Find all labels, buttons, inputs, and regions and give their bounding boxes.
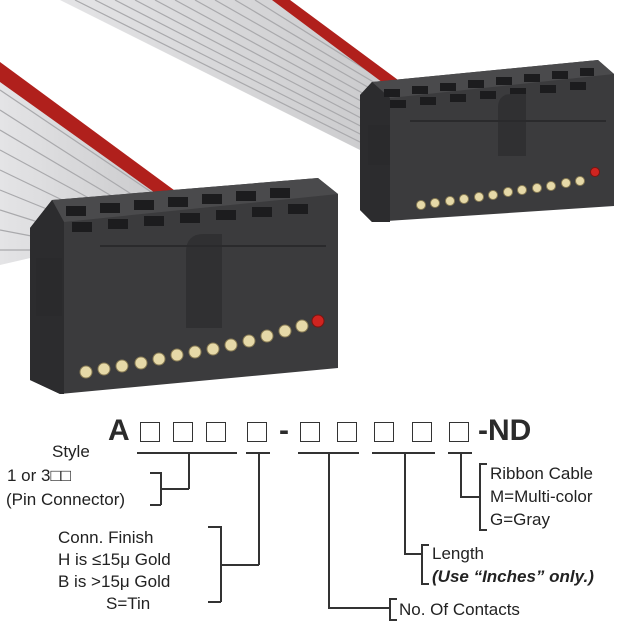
- underline-length: [372, 452, 435, 454]
- bracket-ribbon-bottom: [479, 529, 487, 531]
- bracket-contacts-v: [389, 598, 391, 620]
- leader-style-v: [188, 452, 190, 489]
- leader-contacts-h: [328, 607, 390, 609]
- underline-style: [137, 452, 237, 454]
- leader-contacts-v: [328, 452, 330, 608]
- bracket-ribbon-top: [479, 463, 487, 465]
- code-box-pins-1: [173, 422, 193, 442]
- code-box-pins-2: [206, 422, 226, 442]
- back-connector: [360, 60, 614, 222]
- label-finish-h: H is ≤15μ Gold: [58, 550, 171, 569]
- label-length-note: (Use “Inches” only.): [432, 567, 594, 586]
- leader-length-h: [404, 553, 422, 555]
- leader-style-h: [160, 488, 189, 490]
- leader-ribbon-v: [460, 452, 462, 497]
- bracket-finish-v: [220, 526, 222, 602]
- code-suffix: -ND: [478, 414, 532, 447]
- label-style-pins: 1 or 3□□: [7, 466, 72, 485]
- bracket-length-bottom: [421, 583, 429, 585]
- bracket-contacts-top: [389, 598, 397, 600]
- bracket-style-v: [160, 472, 162, 505]
- code-separator: -: [279, 414, 289, 447]
- label-style-title: Style: [52, 442, 90, 461]
- label-ribbon-title: Ribbon Cable: [490, 464, 594, 483]
- leader-finish-h: [220, 564, 259, 566]
- leader-finish-v: [258, 452, 260, 565]
- leader-ribbon-h: [460, 496, 480, 498]
- bracket-style-bottom: [150, 504, 161, 506]
- label-length-title: Length: [432, 544, 484, 563]
- label-ribbon-g: G=Gray: [490, 510, 550, 529]
- label-ribbon-m: M=Multi-color: [490, 487, 593, 506]
- label-finish-s: S=Tin: [106, 594, 151, 613]
- leader-length-v: [404, 452, 406, 554]
- code-box-length-1: [374, 422, 394, 442]
- bracket-length-v: [421, 544, 423, 584]
- label-style-note: (Pin Connector): [6, 490, 126, 509]
- front-connector: [30, 178, 338, 394]
- label-contacts: No. Of Contacts: [399, 600, 520, 619]
- label-finish-b: B is >15μ Gold: [58, 572, 171, 591]
- bracket-finish-bottom: [208, 601, 221, 603]
- bracket-ribbon-v: [479, 463, 481, 530]
- code-box-contacts-1: [300, 422, 320, 442]
- code-box-length-2: [412, 422, 432, 442]
- code-box-contacts-2: [337, 422, 357, 442]
- code-prefix: A: [108, 414, 130, 447]
- code-box-finish: [247, 422, 267, 442]
- bracket-style-top: [150, 472, 161, 474]
- label-finish-title: Conn. Finish: [58, 528, 154, 547]
- ribbon-cable-assembly-illustration: [0, 0, 614, 394]
- code-box-style: [140, 422, 160, 442]
- bracket-contacts-bottom: [389, 619, 397, 621]
- bracket-length-top: [421, 544, 429, 546]
- code-box-ribbon: [449, 422, 469, 442]
- bracket-finish-top: [208, 526, 221, 528]
